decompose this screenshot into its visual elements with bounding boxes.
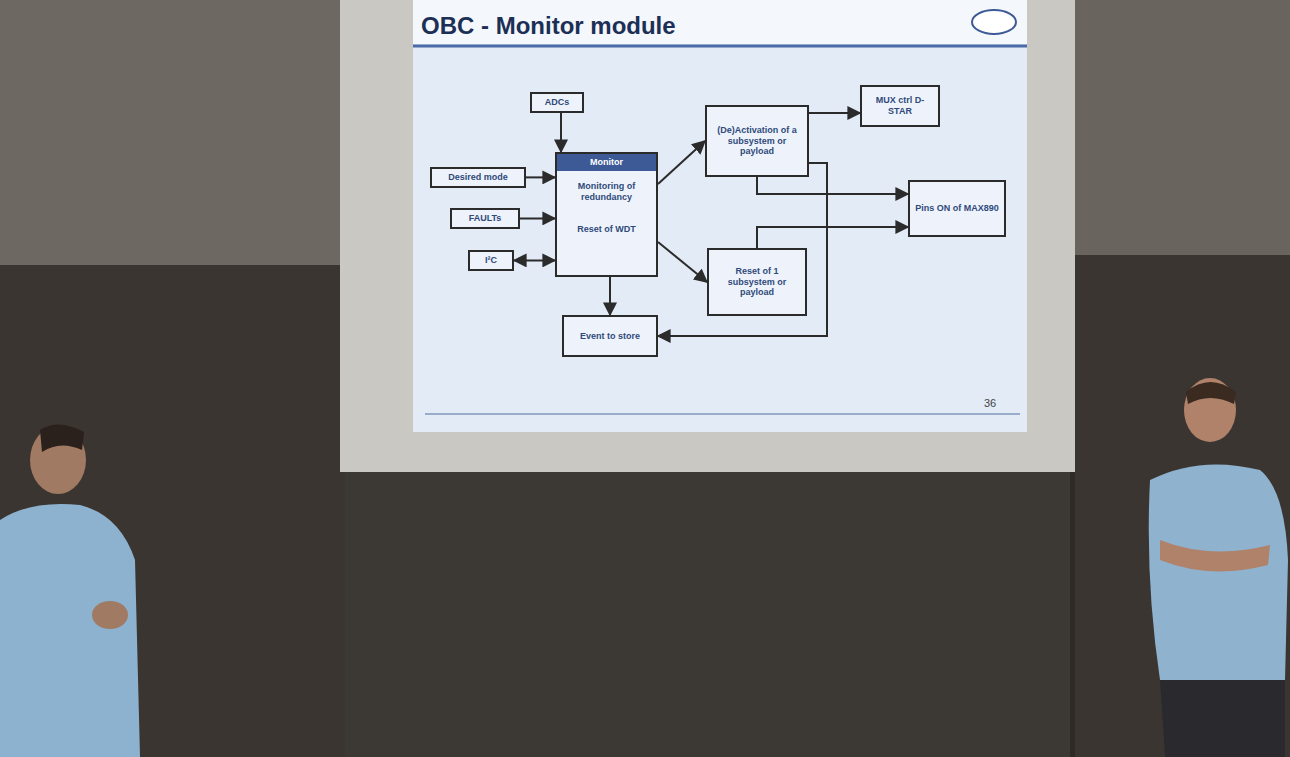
- process-box: (De)Activation of a subsystem or payload: [705, 105, 809, 177]
- presenter-shirt: [0, 504, 140, 757]
- connector-arrow: [658, 242, 707, 282]
- box-heading: Monitor: [557, 154, 656, 171]
- process-box: Reset of 1 subsystem or payload: [707, 248, 807, 316]
- presenter-trousers: [1160, 680, 1285, 757]
- connector-arrow: [514, 259, 555, 261]
- slide-title: OBC - Monitor module: [421, 12, 676, 40]
- connector-arrow: [526, 176, 555, 178]
- box-text: Reset of 1 subsystem or payload: [713, 266, 801, 298]
- process-box: FAULTs: [450, 208, 520, 229]
- presenter-hair: [40, 424, 84, 452]
- connector-arrow: [757, 227, 908, 248]
- connector-arrow: [560, 113, 562, 152]
- wall-panel: [1075, 0, 1290, 255]
- presenter-arms: [1160, 540, 1270, 571]
- connector-arrow: [809, 112, 860, 114]
- box-text: Desired mode: [436, 172, 520, 183]
- box-text: Event to store: [568, 331, 652, 342]
- screen-frame: [340, 0, 1075, 472]
- module-box: MonitorMonitoring of redundancyReset of …: [555, 152, 658, 277]
- presenter-head: [1184, 378, 1236, 442]
- process-box: ADCs: [530, 92, 584, 113]
- presenter-hands: [92, 601, 128, 629]
- wall-panel: [1075, 255, 1290, 757]
- header-rule: [413, 45, 1027, 48]
- connector-arrow: [658, 141, 705, 184]
- connector-arrow: [520, 217, 555, 219]
- presenter-hair: [1186, 382, 1236, 404]
- wall-panel: [0, 265, 345, 757]
- box-text: Pins ON of MAX890: [914, 203, 1000, 214]
- connector-arrow: [757, 177, 908, 194]
- process-box: Pins ON of MAX890: [908, 180, 1006, 237]
- process-box: I²C: [468, 250, 514, 271]
- box-text: Monitoring of redundancy: [557, 171, 656, 207]
- slide: [413, 0, 1027, 432]
- presenter-shirt: [1149, 464, 1288, 680]
- box-text: MUX ctrl D-STAR: [866, 95, 934, 117]
- box-text: FAULTs: [456, 213, 514, 224]
- box-text: I²C: [474, 255, 508, 266]
- slide-header: [413, 0, 1027, 44]
- box-text: Reset of WDT: [557, 206, 656, 239]
- footer-rule: [425, 413, 1020, 415]
- connector-arrow: [658, 163, 827, 336]
- box-text: (De)Activation of a subsystem or payload: [711, 125, 803, 157]
- wall-panel: [0, 0, 345, 265]
- process-box: MUX ctrl D-STAR: [860, 85, 940, 127]
- board: [345, 472, 1070, 757]
- process-box: Event to store: [562, 315, 658, 357]
- process-box: Desired mode: [430, 167, 526, 188]
- logo: [972, 10, 1016, 34]
- box-text: ADCs: [536, 97, 578, 108]
- connector-arrow: [609, 277, 611, 315]
- page-number: 36: [984, 397, 996, 409]
